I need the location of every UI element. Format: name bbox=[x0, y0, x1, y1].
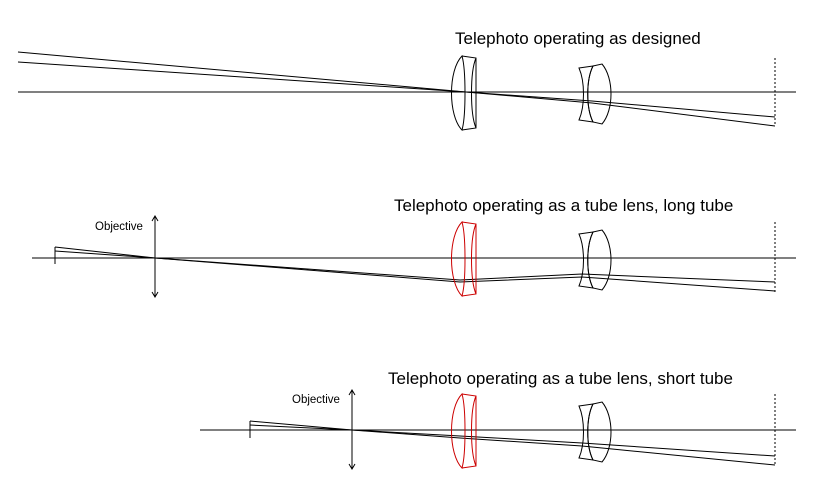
panel-2-ray-a bbox=[55, 247, 155, 258]
panel-3-objective-arrow-bottom bbox=[349, 464, 355, 469]
panel-2-rear-lens-positive bbox=[588, 230, 611, 290]
panel-3-front-lens-element bbox=[462, 394, 476, 468]
panel-2-objective-arrow-bottom bbox=[152, 292, 158, 297]
panel-3-objective-arrow-top bbox=[349, 390, 355, 395]
panel-3-title: Telephoto operating as a tube lens, shor… bbox=[388, 369, 733, 388]
panel-1-title: Telephoto operating as designed bbox=[455, 29, 701, 48]
panel-3-front-lens bbox=[452, 394, 477, 468]
panel-1-ray-out-lower bbox=[466, 92, 775, 117]
panel-2-objective-arrow-top bbox=[152, 216, 158, 221]
panel-1 bbox=[18, 52, 796, 130]
panel-1-front-lens-convex bbox=[452, 56, 466, 130]
panel-3-ray-b bbox=[250, 425, 352, 430]
panel-1-ray-upper bbox=[18, 52, 466, 92]
panel-1-ray-out-upper bbox=[466, 92, 775, 126]
panel-1-ray-lower bbox=[18, 62, 466, 92]
panel-2-front-lens-convex bbox=[452, 222, 466, 296]
panel-2-ray-b bbox=[55, 251, 155, 258]
panel-2 bbox=[32, 216, 796, 297]
panel-2-rear-lens-negative bbox=[579, 232, 593, 288]
panel-2-ray-d bbox=[155, 258, 775, 282]
panel-3-ray-d bbox=[352, 430, 775, 456]
panel-3-front-lens-convex bbox=[452, 394, 466, 468]
panel-3-ray-c bbox=[352, 430, 775, 465]
panel-2-front-lens-element bbox=[462, 222, 476, 296]
panel-2-title: Telephoto operating as a tube lens, long… bbox=[394, 196, 734, 215]
panel-3-rear-lens-negative bbox=[579, 404, 593, 460]
panel-3-rear-lens-positive bbox=[588, 402, 611, 462]
panel-2-objective-label: Objective bbox=[95, 221, 143, 233]
panel-3-objective-label: Objective bbox=[292, 394, 340, 406]
panel-3-ray-a bbox=[250, 421, 352, 430]
panel-1-rear-lens-negative bbox=[579, 66, 593, 122]
panel-1-front-lens-element bbox=[462, 56, 476, 130]
panel-1-rear-lens-positive bbox=[588, 64, 611, 124]
panel-3 bbox=[200, 390, 796, 469]
panel-2-ray-c bbox=[155, 258, 775, 291]
panel-2-front-lens bbox=[452, 222, 477, 296]
